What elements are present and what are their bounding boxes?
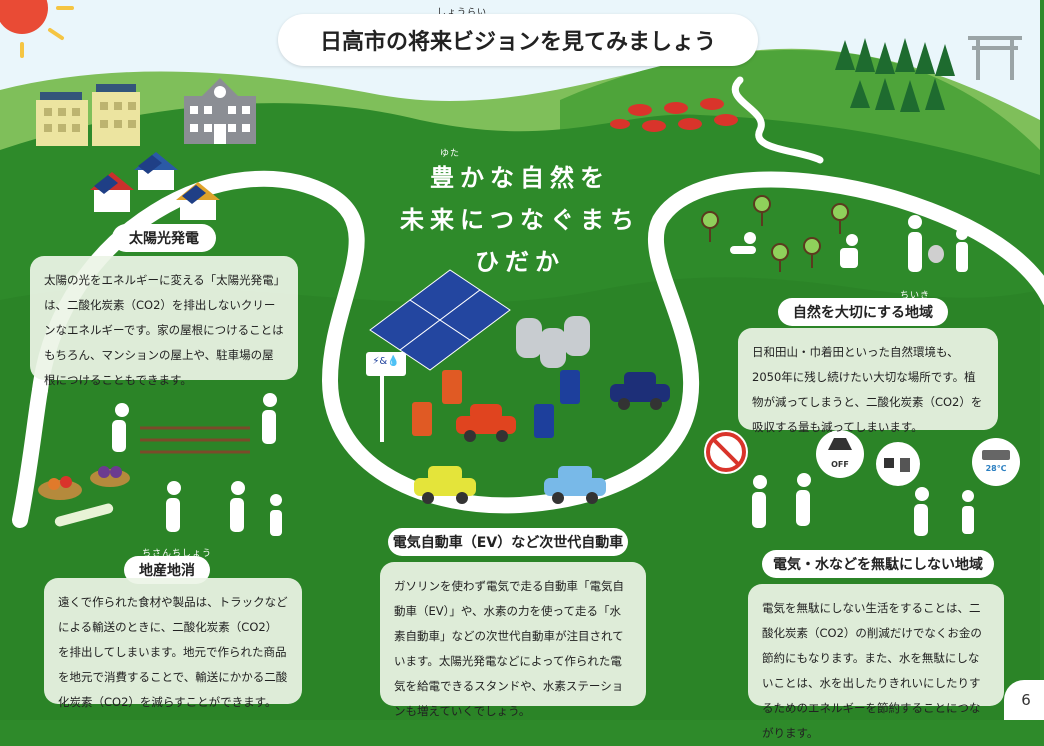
- red-flower-field: [610, 98, 738, 132]
- farm-rows: [140, 426, 250, 454]
- station-sign-post: [366, 352, 406, 442]
- ev-label-text: 電気自動車（EV）など次世代自動車: [392, 535, 624, 551]
- local-label-text: 地産地消: [139, 563, 195, 579]
- saving-label-text: 電気・水などを無駄にしない地域: [773, 557, 983, 573]
- car-red: [456, 404, 516, 442]
- plug-icon: [876, 442, 920, 486]
- produce-baskets: [38, 466, 130, 527]
- solar-houses: [90, 152, 220, 220]
- lamp-off-icon: [816, 430, 864, 478]
- page-number-text: 6: [1021, 691, 1031, 709]
- nature-section-label: 自然を大切にする地域: [778, 298, 948, 326]
- car-navy: [610, 372, 670, 410]
- nature-section-text: 日和田山・巾着田といった自然環境も、2050年に残し続けたい大切な場所です。植物…: [752, 345, 983, 434]
- page-number: 6: [1004, 680, 1044, 720]
- local-label-ruby: ちさんちしょう: [142, 549, 213, 559]
- page-title-text: 日高市の将来ビジョンを見てみましょう: [319, 30, 716, 55]
- solar-section-card: 太陽の光をエネルギーに変える「太陽光発電」は、二酸化炭素（CO2）を排出しないク…: [30, 256, 298, 387]
- nature-label-ruby: ちいき: [900, 291, 931, 301]
- road-left-branch: [12, 382, 48, 528]
- slogan-line-1: 豊かな自然を: [430, 164, 610, 192]
- saving-people: [752, 473, 974, 536]
- hydrogen-tanks: [516, 316, 590, 368]
- local-section-card: 遠くで作られた食材や製品は、トラックなどによる輸送のときに、二酸化炭素（CO2）…: [44, 578, 302, 709]
- road: [32, 170, 1044, 514]
- aircon-icon: [972, 438, 1020, 486]
- lamp-off-label: OFF: [831, 460, 849, 469]
- slogan-line-3: ひだか: [475, 248, 565, 276]
- slogan-line-2: 未来につなぐまち: [400, 206, 640, 234]
- station-sign-label: ⚡&💧: [372, 356, 400, 367]
- saving-section-card: 電気を無駄にしない生活をすることは、二酸化炭素（CO2）の削減だけでなくお金の節…: [748, 584, 1004, 740]
- saving-section-text: 電気を無駄にしない生活をすることは、二酸化炭素（CO2）の削減だけでなくお金の節…: [762, 601, 982, 740]
- no-water-icon: [704, 430, 748, 474]
- solar-label-text: 太陽光発電: [129, 231, 199, 247]
- farm-people: [112, 393, 282, 536]
- forest-trees: [835, 38, 955, 112]
- car-yellow: [414, 466, 476, 504]
- apartment-buildings: [36, 84, 140, 146]
- charging-stations: [412, 370, 462, 436]
- saving-section-label: 電気・水などを無駄にしない地域: [762, 550, 994, 578]
- page-title: 日高市の将来ビジョンを見てみましょう: [278, 14, 758, 66]
- people-planting: [730, 215, 968, 272]
- solar-section-text: 太陽の光をエネルギーに変える「太陽光発電」は、二酸化炭素（CO2）を排出しないク…: [44, 273, 284, 387]
- local-section-text: 遠くで作られた食材や製品は、トラックなどによる輸送のときに、二酸化炭素（CO2）…: [58, 595, 288, 709]
- slogan-ruby: ゆた: [440, 149, 461, 159]
- title-ruby: しょうらい: [437, 8, 488, 18]
- car-lightblue: [544, 466, 606, 504]
- torii-gate-icon: [968, 36, 1022, 80]
- saplings: [701, 195, 849, 272]
- school-building: [184, 78, 256, 144]
- ev-section-label: 電気自動車（EV）など次世代自動車: [388, 528, 628, 556]
- nature-label-text: 自然を大切にする地域: [792, 305, 934, 321]
- river: [731, 76, 824, 164]
- hydrogen-stations: [534, 370, 580, 438]
- aircon-temp-label: 28℃: [985, 464, 1007, 473]
- ev-section-text: ガソリンを使わず電気で走る自動車「電気自動車（EV）」や、水素の力を使って走る「…: [394, 579, 624, 718]
- nature-section-card: 日和田山・巾着田といった自然環境も、2050年に残し続けたい大切な場所です。植物…: [738, 328, 998, 434]
- sun-icon: [0, 0, 74, 58]
- ev-section-card: ガソリンを使わず電気で走る自動車「電気自動車（EV）」や、水素の力を使って走る「…: [380, 562, 646, 718]
- solar-section-label: 太陽光発電: [112, 224, 216, 252]
- solar-panel-array: [369, 269, 511, 371]
